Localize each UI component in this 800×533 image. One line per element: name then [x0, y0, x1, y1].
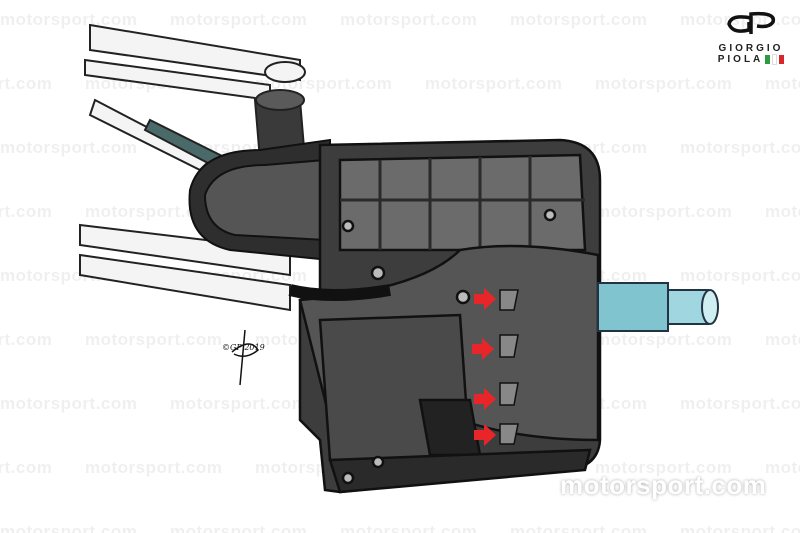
cooling-vents — [499, 289, 519, 445]
watermark-text: motorsport.com — [0, 74, 53, 93]
arrow-1 — [474, 288, 496, 310]
signature-text: ©GP 2019 — [222, 343, 265, 352]
arrow-2 — [472, 338, 494, 360]
motorsport-watermark-logo: motorsport.com — [560, 470, 767, 500]
watermark-text: motorsport.com — [0, 458, 53, 477]
watermark-text: motorsport.com — [595, 202, 733, 221]
red-arrows — [472, 288, 496, 446]
axle — [597, 282, 719, 332]
watermark-text: motorsport.com — [0, 522, 138, 533]
watermark-text: motorsport.com — [425, 74, 563, 93]
flag-white — [772, 54, 778, 65]
watermark-text: motorsport.com — [765, 74, 800, 93]
watermark-text: motorsport.com — [680, 266, 800, 285]
gp-logo-mark — [727, 11, 776, 34]
giorgio-piola-logo: GIORGIO PIOLA — [708, 8, 794, 65]
watermark-text: motorsport.com — [680, 522, 800, 533]
watermark-text: motorsport.com — [680, 394, 800, 413]
arrow-3 — [474, 388, 496, 410]
watermark-text: motorsport.com — [85, 458, 223, 477]
watermark-text: motorsport.com — [765, 202, 800, 221]
flag-red — [779, 55, 785, 64]
watermark-text: motorsport.com — [85, 330, 223, 349]
watermark-text: motorsport.com — [595, 74, 733, 93]
brake-drum-body — [288, 138, 602, 494]
suspension-lower-arm — [79, 223, 291, 312]
pushrod-mount — [143, 89, 307, 174]
watermark-text: motorsport.com — [170, 522, 308, 533]
watermark-text: motorsport.com — [510, 10, 648, 29]
artist-signature — [231, 329, 259, 386]
watermark-text: motorsport.com — [340, 10, 478, 29]
watermark-text: motorsport.com — [0, 138, 138, 157]
watermark-text: motorsport.com — [510, 522, 648, 533]
watermark-text: motorsport.com — [0, 202, 53, 221]
watermark-text: motorsport.com — [595, 458, 733, 477]
watermark-text: motorsport.com — [0, 330, 53, 349]
arrow-4 — [474, 424, 496, 446]
watermark-text: motorsport.com — [765, 458, 800, 477]
watermark-text: motorsport.com — [680, 138, 800, 157]
watermark-text: motorsport.com — [0, 10, 138, 29]
flag-green — [765, 55, 771, 64]
watermark-text: motorsport.com — [595, 330, 733, 349]
logo-name-first: GIORGIO — [718, 43, 784, 54]
watermark-text: motorsport.com — [765, 330, 800, 349]
watermark-text: motorsport.com — [85, 202, 223, 221]
watermark-text: motorsport.com — [170, 394, 308, 413]
watermark-text: motorsport.com — [170, 10, 308, 29]
brake-duct-inlet — [188, 138, 331, 262]
watermark-text: motorsport.com — [340, 522, 478, 533]
watermark-text: motorsport.com — [0, 394, 138, 413]
suspension-upper-arm — [84, 23, 306, 172]
logo-name-last-row: PIOLA — [708, 54, 794, 65]
logo-name-last: PIOLA — [717, 54, 764, 65]
